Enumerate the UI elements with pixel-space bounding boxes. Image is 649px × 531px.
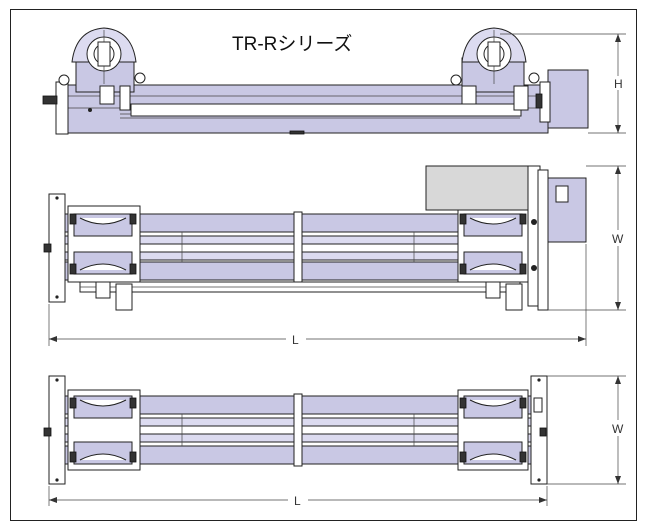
top-view-with-motor [43,165,587,311]
length-dimension-lower [48,486,548,508]
length-label-lower: L [294,494,301,508]
left-roller-block-top [67,205,141,311]
width-dimension-lower [547,375,628,485]
right-roller-block-top [457,205,529,311]
width-dimension-upper [548,165,628,311]
width-label-lower: W [612,422,624,436]
length-label-upper: L [292,333,299,347]
motor-body-top [425,165,531,211]
top-view-without-motor [43,375,548,485]
side-motor [547,69,589,129]
height-dimension [500,33,626,134]
side-view [42,27,589,135]
left-roller-unit-side [58,27,146,111]
width-label-upper: W [612,232,624,246]
height-label: H [614,77,623,91]
right-roller-unit-side [450,27,540,111]
diagram-title: TR-Rシリーズ [232,33,352,55]
length-dimension-upper [48,244,587,347]
